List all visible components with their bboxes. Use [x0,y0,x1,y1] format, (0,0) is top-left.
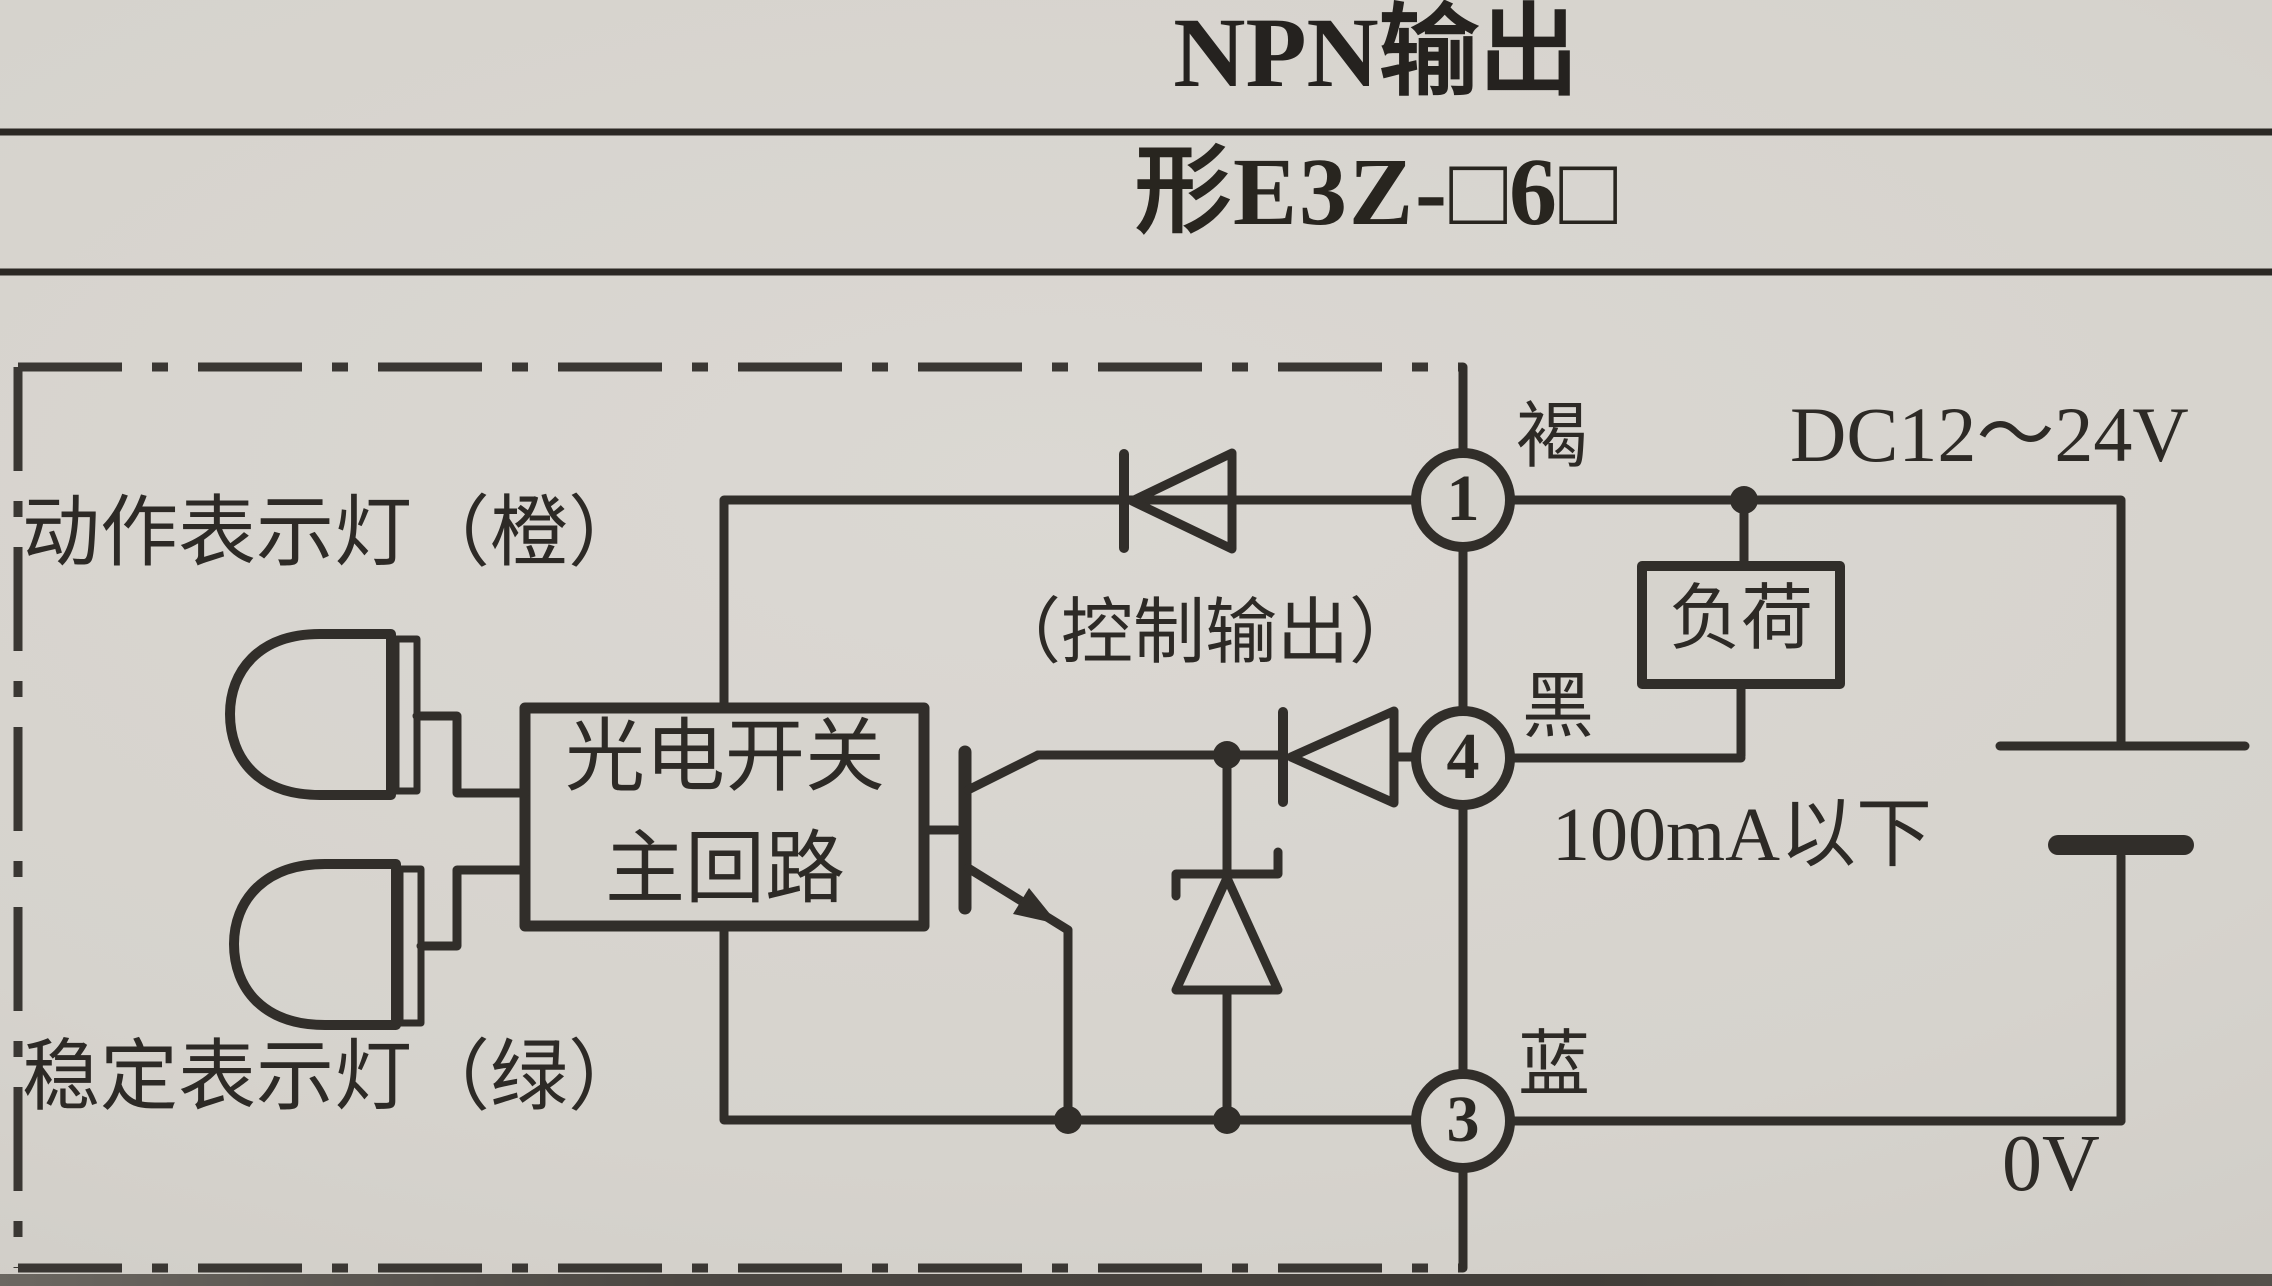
load-label: 负荷 [1668,579,1813,659]
terminal-4-number: 4 [1446,720,1480,793]
junction-dot [1730,486,1758,514]
operation-indicator-label: 动作表示灯（橙） [22,489,647,576]
terminal-3-number: 3 [1446,1083,1480,1156]
wire-blue-label: 蓝 [1518,1025,1591,1105]
supply-voltage-label: DC12～24V [1790,391,2189,478]
zener-diode-icon [1171,755,1283,1125]
load-box [1637,561,1845,689]
max-current-label: 100mA以下 [1552,793,1932,877]
stability-indicator-label: 稳定表示灯（绿） [22,1033,647,1120]
junction-dot [1213,741,1241,769]
zero-volt-label: 0V [2002,1120,2100,1208]
npn-transistor-icon [919,745,1073,1125]
wire-top-rail [719,495,1420,713]
junction-dot [1054,1106,1082,1134]
control-output-diode-icon [1119,448,1237,554]
wire-black-label: 黑 [1522,667,1595,747]
page-bottom-shadow [0,1274,2272,1286]
flyback-diode-icon [1278,706,1399,808]
enclosure-dashed-border [13,362,1463,1273]
main-circuit-label-line2: 主回路 [605,826,845,914]
wire-brown-label: 褐 [1516,397,1589,477]
terminal-1-number: 1 [1446,462,1480,535]
model-number: 形E3Z-□6□ [1135,138,1619,245]
control-output-label: （控制输出） [988,593,1421,673]
wire-brown-rail [1505,495,2126,747]
main-circuit-label-line1: 光电开关 [565,714,885,802]
wire-load-bottom [1505,679,1746,763]
page-title: NPN输出 [1173,0,1579,108]
wire-bottom-rail [719,921,1420,1125]
battery-icon [1995,741,2250,1126]
junction-dot [1213,1106,1241,1134]
orange-led-icon [225,629,530,800]
green-led-icon [229,859,530,1030]
